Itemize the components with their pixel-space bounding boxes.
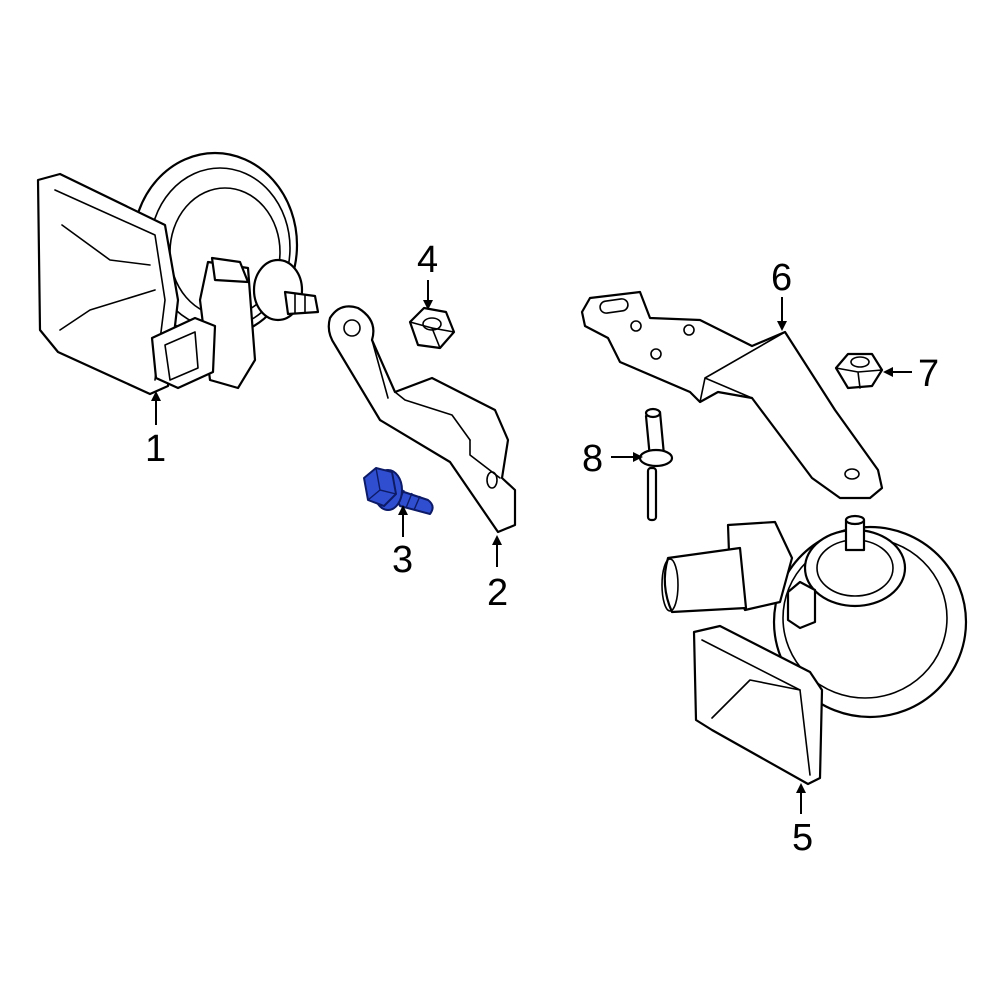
callout-3[interactable]: 3 — [392, 539, 413, 581]
rivet-flange — [638, 448, 674, 468]
rivet-pin — [646, 466, 658, 522]
callout-8[interactable]: 8 — [582, 438, 603, 480]
bracket-hole-top — [343, 319, 361, 337]
callout-5[interactable]: 5 — [792, 817, 813, 859]
bracket-right-body — [580, 290, 884, 500]
callout-7[interactable]: 7 — [918, 353, 939, 395]
callout-4[interactable]: 4 — [417, 239, 438, 281]
callout-leaders — [151, 280, 912, 814]
horn-left-plug — [150, 316, 217, 390]
bolt-part[interactable] — [363, 467, 434, 515]
bracket-left-part[interactable] — [327, 305, 517, 534]
callout-labels: 1 2 3 4 5 6 7 8 — [145, 239, 939, 859]
horn-right-plug — [663, 546, 748, 614]
callout-2[interactable]: 2 — [487, 572, 508, 614]
horn-right-part[interactable] — [661, 514, 968, 786]
nut-7-part[interactable] — [834, 352, 884, 390]
bracket-right-part[interactable] — [580, 290, 884, 500]
rivet-part[interactable] — [638, 407, 674, 522]
bracket-left-body — [327, 305, 517, 534]
callout-1[interactable]: 1 — [145, 428, 166, 470]
horn-left-stud — [283, 290, 320, 316]
horn-left-part[interactable] — [36, 151, 320, 396]
bracket-right-slot — [599, 298, 629, 314]
nut-4-part[interactable] — [408, 306, 456, 350]
horn-right-flare — [692, 624, 824, 786]
callout-6[interactable]: 6 — [771, 257, 792, 299]
